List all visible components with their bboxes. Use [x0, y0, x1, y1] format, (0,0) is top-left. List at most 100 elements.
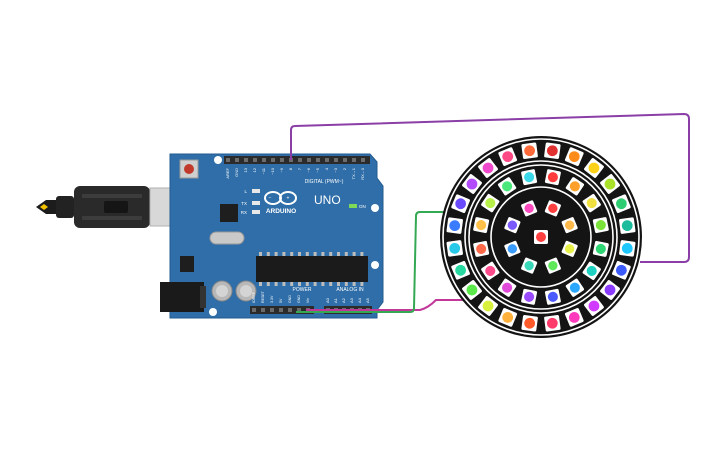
microcontroller-chip: [256, 252, 368, 286]
outer-ring-led: [584, 296, 604, 316]
header-pin[interactable]: [343, 158, 347, 162]
middle-ring-led: [521, 288, 538, 305]
pin-label: 8: [288, 167, 293, 170]
ground-wire[interactable]: [296, 211, 458, 313]
status-leds: L TX RX: [241, 189, 260, 215]
outer-ring-led: [619, 217, 636, 234]
model-label: UNO: [314, 193, 341, 207]
outer-ring-led: [462, 280, 482, 300]
center-led: [534, 230, 548, 244]
svg-text:−: −: [269, 196, 272, 202]
usb-chip: [220, 204, 238, 222]
outer-ring-led: [451, 260, 470, 280]
header-pin[interactable]: [298, 158, 302, 162]
pin-label: 13: [243, 167, 248, 172]
pin-label: ~11: [261, 167, 266, 174]
header-pin[interactable]: [288, 308, 292, 312]
arduino-logo: − + ARDUINO UNO: [264, 191, 341, 215]
capacitor: [211, 280, 233, 302]
reset-button[interactable]: [179, 159, 199, 179]
header-pin[interactable]: [352, 158, 356, 162]
middle-ring-led: [521, 169, 538, 186]
middle-ring-led: [582, 193, 601, 213]
led-label-rx: RX: [241, 210, 247, 215]
outer-ring-led: [600, 174, 620, 194]
led-label-tx: TX: [241, 201, 247, 206]
header-pin[interactable]: [297, 308, 301, 312]
pin-label: GND: [234, 168, 239, 177]
header-pin[interactable]: [307, 158, 311, 162]
inner-ring-led: [521, 257, 538, 274]
pin-label: 4: [324, 167, 329, 170]
outer-ring-led: [498, 147, 518, 166]
header-pin[interactable]: [280, 158, 284, 162]
header-pin[interactable]: [226, 158, 230, 162]
pin-label: A1: [333, 297, 338, 303]
pin-label: ~3: [333, 167, 338, 172]
pin-label: TX→1: [351, 167, 356, 179]
middle-ring-led: [544, 288, 561, 305]
header-pin[interactable]: [334, 158, 338, 162]
power-jack[interactable]: [160, 282, 206, 312]
outer-ring-led: [462, 174, 482, 194]
header-pin[interactable]: [279, 308, 283, 312]
inner-ring-led: [521, 200, 538, 217]
middle-ring-led: [565, 278, 585, 297]
mount-hole: [214, 156, 222, 164]
middle-ring-led: [565, 177, 585, 196]
outer-ring-led: [478, 158, 498, 178]
on-led: ON: [349, 204, 366, 209]
header-pin[interactable]: [325, 158, 329, 162]
outer-ring-led: [478, 296, 498, 316]
neopixel-rings[interactable]: [440, 136, 642, 338]
header-pin[interactable]: [253, 158, 257, 162]
pin-label: A5: [365, 297, 370, 303]
pin-label: ~5: [315, 167, 320, 172]
pin-label: ~6: [306, 167, 311, 172]
inner-ring-led: [504, 217, 521, 234]
header-pin[interactable]: [361, 158, 365, 162]
outer-ring-led: [498, 308, 518, 327]
header-pin[interactable]: [270, 308, 274, 312]
voltage-regulator: [180, 256, 194, 272]
middle-ring-led: [481, 261, 500, 281]
pin-label: A0: [325, 297, 330, 303]
middle-ring-led: [592, 240, 609, 257]
pin-label: GND: [297, 295, 301, 303]
power-label: POWER: [293, 287, 312, 293]
middle-ring-led: [473, 240, 490, 257]
middle-ring-led: [497, 278, 517, 297]
pin-label: A2: [341, 297, 346, 303]
pin-label: 5V: [279, 298, 283, 303]
analog-label: ANALOG IN: [336, 287, 364, 293]
inner-ring-led: [544, 200, 561, 217]
pin-label: AREF: [225, 167, 230, 178]
outer-ring-led: [451, 194, 470, 214]
middle-ring-led: [544, 169, 561, 186]
data-wire[interactable]: [290, 112, 690, 263]
mount-hole: [371, 261, 379, 269]
outer-ring-led: [564, 147, 584, 166]
header-pin[interactable]: [271, 158, 275, 162]
wires: [290, 112, 690, 313]
outer-ring-led: [521, 315, 538, 332]
mount-hole: [209, 308, 217, 316]
header-pin[interactable]: [252, 308, 256, 312]
on-label: ON: [359, 204, 366, 209]
inner-ring-led: [544, 257, 561, 274]
header-pin[interactable]: [244, 158, 248, 162]
middle-ring-led: [481, 193, 500, 213]
header-pin[interactable]: [261, 308, 265, 312]
middle-ring-led: [582, 261, 601, 281]
power-wire[interactable]: [306, 204, 576, 311]
digital-label: DIGITAL (PWM~): [305, 179, 344, 185]
svg-text:+: +: [287, 196, 290, 202]
header-pin[interactable]: [262, 158, 266, 162]
pin-label: RESET: [261, 290, 265, 303]
header-pin[interactable]: [235, 158, 239, 162]
outer-ring-led: [612, 260, 631, 280]
outer-ring-led: [619, 240, 636, 257]
header-pin[interactable]: [316, 158, 320, 162]
